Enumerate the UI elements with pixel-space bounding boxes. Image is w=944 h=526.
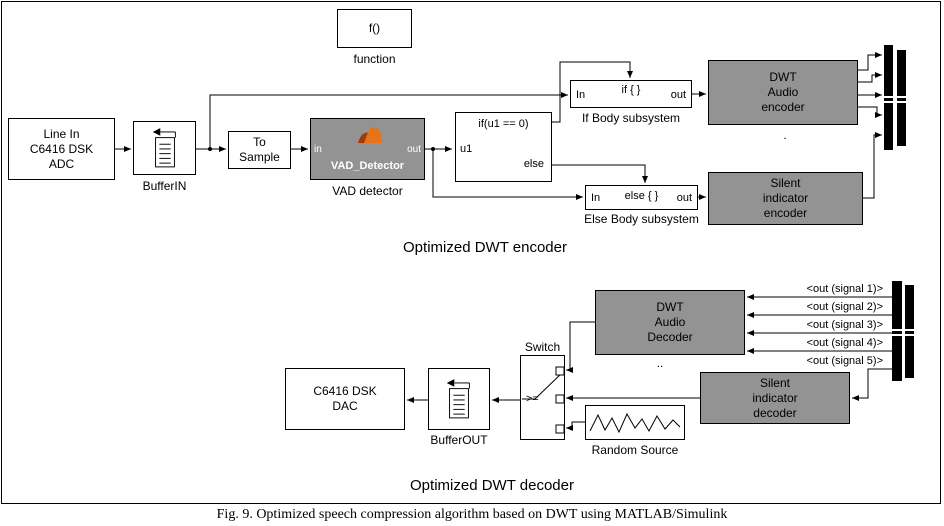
switch-label: Switch — [524, 340, 561, 354]
decoder-wires — [407, 294, 892, 431]
if-action-block: if(u1 == 0) u1 else — [455, 112, 552, 182]
buffer-out-block — [428, 368, 490, 430]
dwt-audio-decoder-block: DWT Audio Decoder — [595, 290, 745, 355]
signal-label-5: <out (signal 5)> — [806, 355, 883, 367]
if-condition: if(u1 == 0) — [478, 118, 529, 130]
switch-icon — [522, 366, 565, 434]
vad-out-port: out — [407, 144, 421, 155]
encoder-output-bar — [897, 50, 906, 146]
else-body-subsystem-block: In else { } out — [585, 185, 698, 210]
branch-dots — [208, 147, 435, 151]
decoder-title: Optimized DWT decoder — [410, 477, 574, 494]
signal-label-3: <out (signal 3)> — [806, 319, 883, 331]
demux-stripe — [892, 329, 914, 331]
dwt-audio-encoder-block: DWT Audio encoder — [708, 60, 858, 125]
function-label: function — [353, 52, 396, 66]
signal-label-4: <out (signal 4)> — [806, 337, 883, 349]
if-else-port: else — [523, 158, 544, 171]
switch-block: >= — [520, 355, 565, 440]
else-body-out-port: out — [676, 192, 692, 204]
encoder-wires — [115, 52, 882, 200]
silent-indicator-decoder-block: Silent indicator decoder — [700, 372, 850, 424]
if-input-port: u1 — [460, 143, 473, 155]
buffer-in-block — [133, 121, 196, 175]
if-body-in-port: In — [576, 89, 586, 101]
encoder-title: Optimized DWT encoder — [403, 239, 567, 256]
else-body-in-port: In — [591, 192, 601, 204]
matlab-logo-icon — [358, 126, 382, 143]
dac-block: C6416 DSK DAC — [285, 368, 405, 430]
vad-name: VAD_Detector — [330, 160, 405, 173]
figure-border — [1, 1, 941, 504]
signal-wires — [115, 52, 892, 431]
decoder-demux-bar — [892, 281, 902, 381]
mux-stripe — [884, 96, 906, 98]
function-block: f() — [337, 9, 412, 48]
vad-in-port: in — [314, 144, 322, 155]
if-body-label: If Body subsystem — [581, 111, 681, 125]
if-body-subsystem-block: In if { } out — [570, 80, 692, 108]
mux-stripe — [884, 101, 906, 103]
if-body-tag: if { } — [621, 84, 641, 96]
signal-label-1: <out (signal 1)> — [806, 283, 883, 295]
signal-label-2: <out (signal 2)> — [806, 301, 883, 313]
line-in-adc-block: Line In C6416 DSK ADC — [8, 118, 115, 180]
buffer-icon — [152, 128, 176, 168]
waveform-icon — [589, 412, 681, 434]
buffer-out-label: BufferOUT — [430, 433, 488, 447]
buffer-in-label: BufferIN — [142, 179, 187, 193]
vad-label: VAD detector — [332, 184, 403, 198]
vad-detector-block: in out VAD_Detector — [310, 118, 425, 180]
silent-indicator-encoder-block: Silent indicator encoder — [708, 172, 863, 225]
demux-stripe — [892, 334, 914, 336]
to-sample-block: To Sample — [228, 131, 291, 169]
else-body-tag: else { } — [624, 190, 659, 202]
else-body-label: Else Body subsystem — [584, 212, 699, 226]
decoder-input-bar — [905, 285, 914, 378]
random-source-label: Random Source — [591, 443, 679, 457]
buffer-icon — [446, 379, 470, 419]
figure-caption: Fig. 9. Optimized speech compression alg… — [216, 507, 728, 522]
encoder-stray-dot: . — [783, 128, 787, 142]
if-body-out-port: out — [670, 89, 686, 101]
decoder-stray-dots: .. — [656, 356, 664, 370]
random-source-block — [585, 405, 685, 440]
switch-operator: >= — [526, 393, 539, 405]
